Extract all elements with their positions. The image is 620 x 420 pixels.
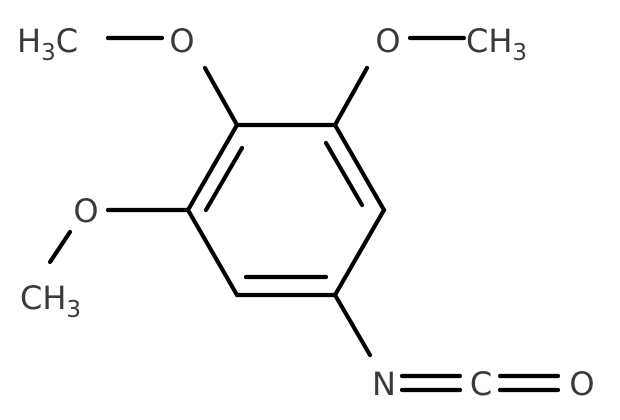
methyl-2-subscript: 3 — [512, 40, 527, 66]
bond-o3-me3 — [47, 229, 73, 265]
ring-double-bond-inner-3 — [203, 145, 245, 213]
ring-bond-6 — [185, 122, 240, 213]
methyl-1-subscript: 3 — [41, 40, 56, 66]
methyl-group-2: CH3 — [466, 22, 527, 66]
methyl-3-subscript: 3 — [66, 297, 81, 323]
methyl-group-3: CH3 — [20, 279, 81, 323]
methyl-1-hydrogen: H — [17, 22, 41, 60]
methyl-1-carbon: C — [56, 22, 78, 60]
bond-ring-o2 — [332, 65, 370, 128]
methyl-2-carbon-hydrogen: CH — [466, 22, 512, 60]
oxygen-atom-2: O — [375, 22, 400, 60]
bond-ring-o1 — [202, 65, 240, 128]
methyl-group-1: H3C — [17, 22, 78, 66]
isocyanate-carbon-atom: C — [470, 365, 492, 403]
methyl-3-carbon-hydrogen: CH — [20, 279, 66, 317]
nitrogen-atom: N — [372, 365, 396, 403]
isocyanate-oxygen-atom: O — [569, 365, 594, 403]
oxygen-atom-1: O — [169, 22, 194, 60]
ring-bond-2 — [332, 122, 387, 213]
ring-bond-5 — [185, 207, 240, 298]
bond-ring-n — [332, 292, 373, 358]
ring-double-bond-inner-1 — [323, 140, 365, 208]
ring-bond-3 — [332, 207, 387, 298]
oxygen-atom-3: O — [73, 192, 98, 230]
